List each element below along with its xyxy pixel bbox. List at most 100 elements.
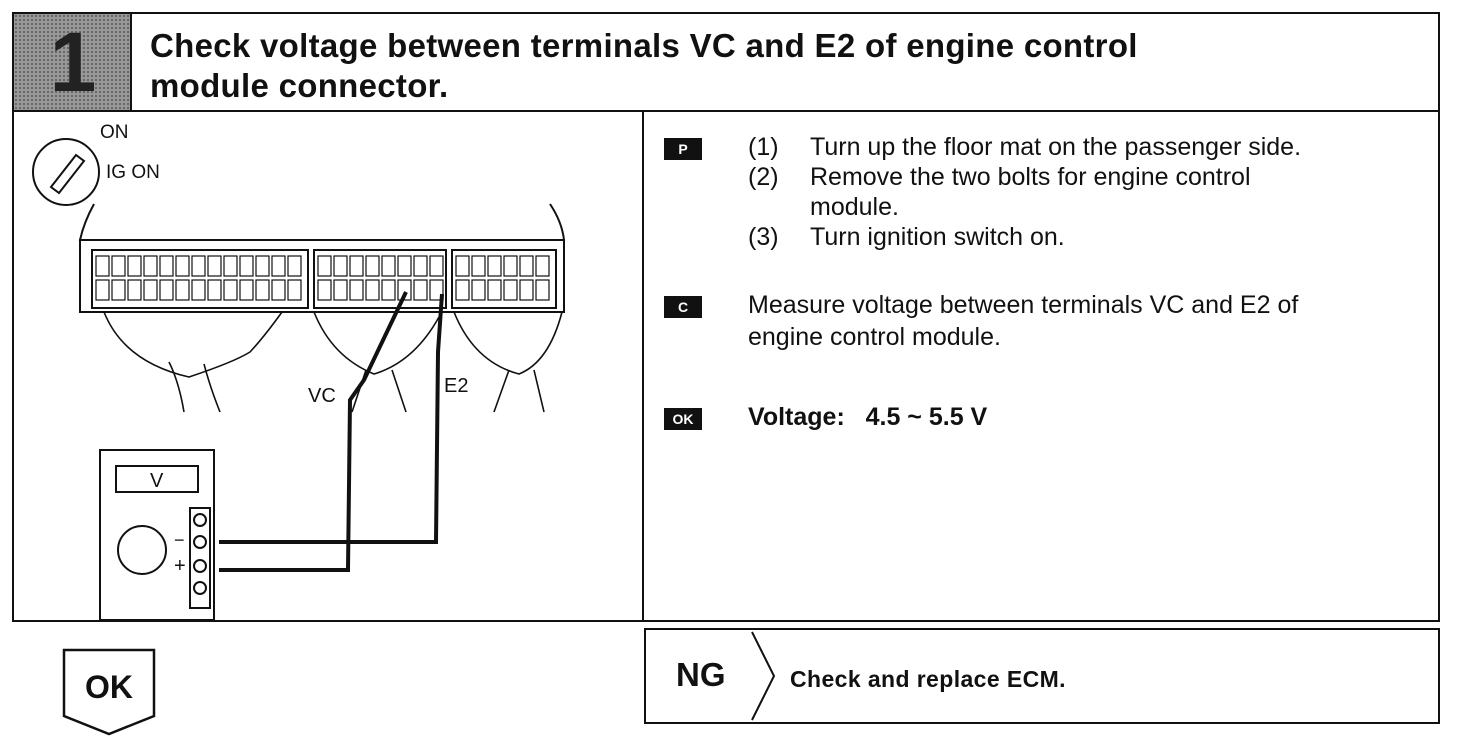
switch-ig-on-label: IG ON — [106, 162, 160, 183]
step-line-4: (3) Turn ignition switch on. — [748, 222, 1065, 252]
check-line-1: Measure voltage between terminals VC and… — [748, 291, 1299, 319]
step-line-3: module. — [748, 192, 899, 222]
connector-pin — [413, 279, 428, 301]
ok-tag: OK — [664, 408, 702, 430]
connector-pin — [95, 255, 110, 277]
connector-pin — [111, 255, 126, 277]
connector-pin — [271, 255, 286, 277]
step-title-line2: module connector. — [150, 67, 449, 104]
connector-pin — [487, 279, 502, 301]
connector-pin — [127, 279, 142, 301]
connector-pin — [381, 279, 396, 301]
connector-pin — [471, 255, 486, 277]
step-line-4-num: (3) — [748, 223, 779, 251]
connector-pin — [143, 255, 158, 277]
connector-pin — [255, 255, 270, 277]
connector-pin — [429, 279, 444, 301]
connector-pin — [397, 279, 412, 301]
connector-pin — [365, 279, 380, 301]
step-line-1-num: (1) — [748, 133, 779, 161]
connector-pin — [207, 255, 222, 277]
connector-pin — [239, 279, 254, 301]
ng-action: Check and replace ECM. — [790, 666, 1066, 692]
connector-pin — [143, 279, 158, 301]
connector-pin — [455, 279, 470, 301]
connector-pin — [471, 279, 486, 301]
connector-pin — [429, 255, 444, 277]
connector-pin — [223, 279, 238, 301]
connector-pin — [349, 255, 364, 277]
step-line-2: (2) Remove the two bolts for engine contr… — [748, 162, 1251, 192]
connector-pin — [349, 279, 364, 301]
ng-label: NG — [676, 656, 726, 693]
connector-pin — [487, 255, 502, 277]
ng-chevron-icon — [751, 631, 776, 721]
meter-minus-label: − — [174, 530, 185, 550]
step-line-2-text: Remove the two bolts for engine control — [810, 163, 1251, 191]
connector-pin — [317, 279, 332, 301]
connector-pin — [175, 255, 190, 277]
wiring-diagram: ON IG ON VC E2 — [32, 122, 566, 621]
procedure-text: P (1) Turn up the floor mat on the passen… — [644, 112, 1440, 622]
connector-pin — [159, 279, 174, 301]
switch-on-label: ON — [100, 122, 129, 143]
step-title-line1: Check voltage between terminals VC and E… — [150, 27, 1138, 64]
voltage-spec: Voltage: 4.5 ~ 5.5 V — [748, 403, 988, 431]
ok-arrow-shape: OK — [62, 648, 156, 736]
step-number: 1 — [49, 15, 97, 109]
connector-pin — [255, 279, 270, 301]
ok-branch: OK — [62, 648, 158, 743]
connector-pins — [95, 255, 550, 301]
connector-pin — [111, 279, 126, 301]
connector-pin — [535, 279, 550, 301]
meter-plus-label: + — [174, 555, 186, 577]
connector-pin — [503, 279, 518, 301]
connector-pin — [333, 255, 348, 277]
connector-pin — [175, 279, 190, 301]
wiring-figure: ON IG ON VC E2 — [14, 112, 642, 622]
step-line-2-num: (2) — [748, 163, 779, 191]
connector-pin — [95, 279, 110, 301]
connector-pin — [333, 279, 348, 301]
voltmeter — [99, 449, 215, 621]
connector-pin — [159, 255, 174, 277]
procedure-frame: 1 Check voltage between terminals VC and… — [12, 12, 1440, 622]
step-title: Check voltage between terminals VC and E… — [150, 26, 1400, 106]
connector-pin — [455, 255, 470, 277]
connector-pin — [287, 279, 302, 301]
step-line-1-text: Turn up the floor mat on the passenger s… — [810, 133, 1302, 161]
ng-branch: NG Check and replace ECM. — [644, 628, 1440, 724]
step-line-3-text: module. — [810, 193, 899, 221]
test-leads — [219, 291, 444, 572]
step-number-box: 1 — [14, 14, 132, 110]
connector-pin — [397, 255, 412, 277]
e2-label: E2 — [444, 375, 468, 397]
connector-pin — [503, 255, 518, 277]
connector-pin — [287, 255, 302, 277]
check-tag: C — [664, 296, 702, 318]
connector-pin — [365, 255, 380, 277]
connector-pin — [413, 255, 428, 277]
connector-pin — [519, 279, 534, 301]
column-divider — [642, 112, 644, 622]
connector-pin — [127, 255, 142, 277]
prep-tag: P — [664, 138, 702, 160]
connector-pin — [207, 279, 222, 301]
connector-pin — [239, 255, 254, 277]
meter-display: V — [150, 470, 164, 492]
connector-pin — [271, 279, 286, 301]
step-line-4-text: Turn ignition switch on. — [810, 223, 1065, 251]
connector-pin — [191, 279, 206, 301]
ecm-connector — [78, 203, 566, 313]
connector-pin — [317, 255, 332, 277]
connector-pin — [381, 255, 396, 277]
ignition-switch-icon — [32, 138, 100, 206]
connector-pin — [191, 255, 206, 277]
connector-pin — [519, 255, 534, 277]
ok-branch-label: OK — [85, 669, 133, 705]
check-line-2: engine control module. — [748, 323, 1001, 351]
vc-label: VC — [308, 385, 336, 407]
step-line-1: (1) Turn up the floor mat on the passenge… — [748, 132, 1301, 162]
step-header: 1 Check voltage between terminals VC and… — [14, 14, 1438, 112]
connector-pin — [223, 255, 238, 277]
